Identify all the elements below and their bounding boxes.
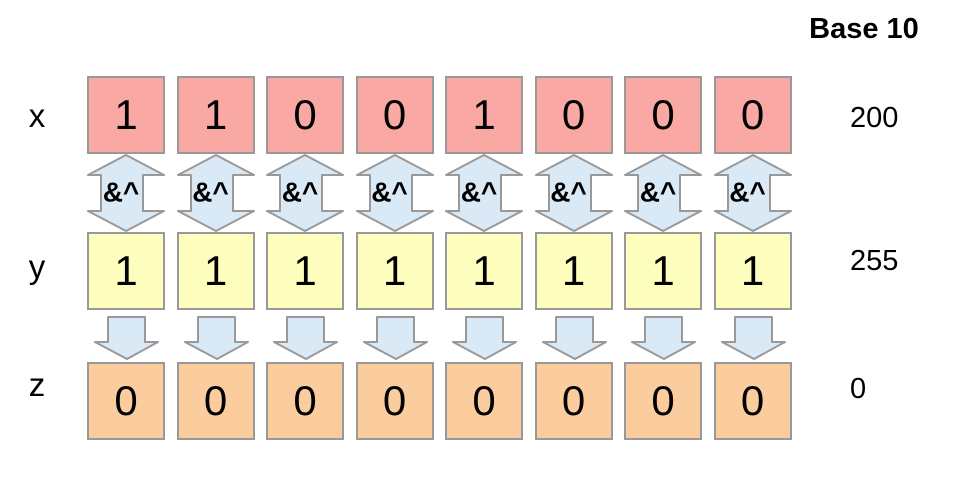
bit-cell: 0 [534,76,613,154]
bit-cell: 1 [176,232,255,310]
operator-cell: &^ [87,154,165,232]
operator-label: &^ [460,176,498,208]
down-arrow-icon [94,316,159,360]
down-arrow-cell [356,316,434,361]
bit-cell: 0 [355,76,434,154]
bit-cell: 1 [624,232,702,310]
operator-label: &^ [281,176,319,208]
bit-cell: 0 [713,362,792,440]
bit-cell: 0 [266,76,344,154]
down-arrow-cell [266,316,344,361]
updown-arrow-icon [87,154,165,232]
operator-cell: &^ [445,154,523,232]
bit-cell: 1 [713,232,792,310]
operator-cell: &^ [355,154,434,232]
base10-value-x: 200 [850,102,899,134]
bit-cell: 1 [176,76,255,154]
base10-value-z: 0 [850,373,867,405]
operator-label: &^ [102,176,140,208]
down-arrow-cell [535,316,613,361]
down-arrow-cell [624,316,702,361]
updown-arrow-icon [266,154,344,232]
bit-cell: 1 [87,232,165,310]
operator-cell: &^ [176,154,255,232]
bit-cell: 0 [713,76,792,154]
bit-cell: 0 [266,362,344,440]
down-arrow-icon [631,316,696,360]
operator-cell: &^ [266,154,344,232]
row-x-bits: 1 1 0 0 1 0 0 0 [87,76,792,154]
operator-label: &^ [729,176,766,208]
row-y-bits: 1 1 1 1 1 1 1 1 [87,232,792,310]
row-label-y: y [28,248,46,285]
row-z-bits: 0 0 0 0 0 0 0 0 [87,362,792,440]
bit-cell: 0 [534,362,613,440]
operator-cell: &^ [624,154,702,232]
down-arrow-icon [362,316,428,360]
bit-cell: 1 [355,232,434,310]
bit-cell: 0 [624,362,702,440]
bit-cell: 1 [534,232,613,310]
down-arrow-cell [177,316,255,361]
operator-row: &^ &^ &^ &^ &^ &^ &^ &^ [87,154,792,232]
down-arrow-cell [714,316,792,361]
down-arrow-cell [87,316,165,361]
updown-arrow-icon [445,154,523,232]
operator-label: &^ [192,176,229,208]
operator-cell: &^ [713,154,792,232]
operator-label: &^ [371,176,408,208]
updown-arrow-icon [355,154,434,232]
result-arrow-row [87,316,792,361]
row-label-x: x [28,97,46,134]
base10-header: Base 10 [809,13,919,45]
updown-arrow-icon [176,154,255,232]
down-arrow-icon [273,316,338,360]
down-arrow-icon [720,316,786,360]
bit-cell: 1 [266,232,344,310]
updown-arrow-icon [534,154,613,232]
down-arrow-cell [445,316,523,361]
base10-value-y: 255 [850,245,899,277]
operator-cell: &^ [534,154,613,232]
bit-cell: 0 [355,362,434,440]
bit-cell: 1 [445,232,523,310]
down-arrow-icon [452,316,517,360]
row-label-z: z [28,366,46,403]
down-arrow-icon [541,316,607,360]
bit-cell: 0 [445,362,523,440]
updown-arrow-icon [624,154,702,232]
bit-cell: 0 [87,362,165,440]
bit-cell: 0 [624,76,702,154]
down-arrow-icon [183,316,249,360]
operator-label: &^ [639,176,677,208]
bit-cell: 1 [445,76,523,154]
updown-arrow-icon [713,154,792,232]
operator-label: &^ [550,176,587,208]
bit-cell: 1 [87,76,165,154]
bit-cell: 0 [176,362,255,440]
